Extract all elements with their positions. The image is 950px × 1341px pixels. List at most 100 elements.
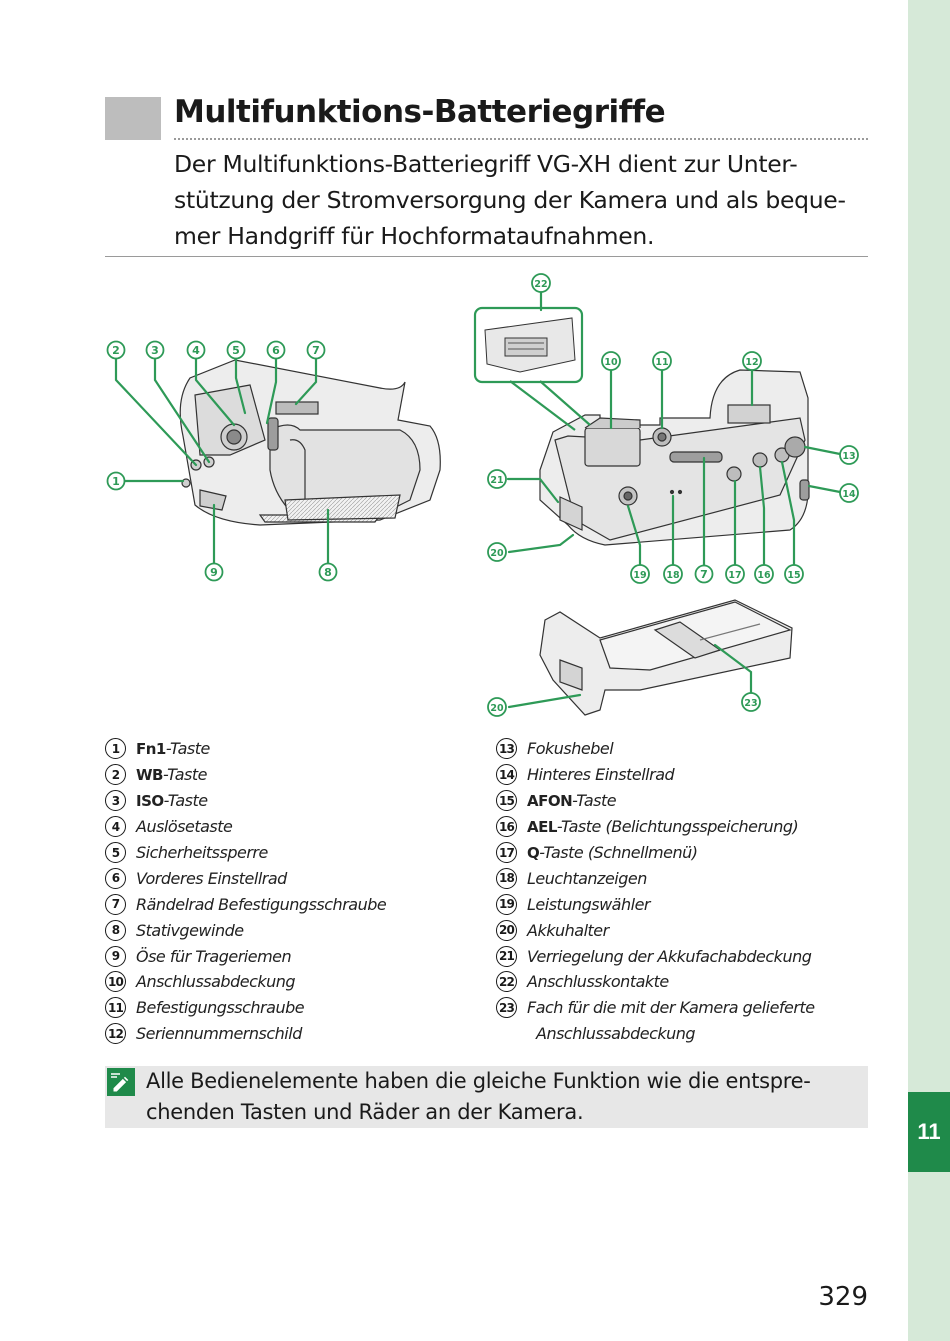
callout-label: 7	[700, 568, 708, 581]
legend-number: 23	[496, 997, 517, 1018]
legend-text: Leuchtanzeigen	[527, 869, 647, 888]
callout-3: 3	[147, 342, 164, 359]
legend-item-continuation: Anschlussabdeckung	[496, 1021, 815, 1047]
legend-number: 17	[496, 842, 517, 863]
legend-text: Rändelrad Befestigungsschraube	[136, 895, 386, 914]
legend-text: Fach für die mit der Kamera gelieferte	[527, 998, 815, 1017]
legend-number: 19	[496, 894, 517, 915]
callout-14: 14	[840, 484, 858, 502]
legend-number: 7	[105, 894, 126, 915]
callout-17: 17	[726, 565, 744, 583]
legend-text: Verriegelung der Akkufachabdeckung	[527, 947, 811, 966]
legend-item: 7 Rändelrad Befestigungsschraube	[105, 891, 386, 917]
callout-label: 18	[666, 570, 680, 581]
callout-label: 13	[842, 451, 855, 462]
chapter-tab[interactable]: 11	[908, 1092, 950, 1172]
callout-5: 5	[228, 342, 245, 359]
callout-label: 7	[312, 344, 320, 357]
callout-12: 12	[743, 352, 761, 370]
callout-21: 21	[488, 470, 506, 488]
callout-label: 9	[210, 566, 218, 579]
callout-label: 15	[787, 570, 800, 581]
callout-label: 10	[604, 357, 618, 368]
legend-text: -Taste (Schnellmenü)	[539, 843, 697, 862]
legend-text: Befestigungsschraube	[136, 998, 304, 1017]
page-number: 329	[800, 1282, 868, 1312]
legend-number: 18	[496, 868, 517, 889]
legend-number: 12	[105, 1023, 126, 1044]
legend-item: 14 Hinteres Einstellrad	[496, 762, 815, 788]
callout-11: 11	[653, 352, 671, 370]
legend-text: Fokushebel	[527, 739, 613, 758]
callout-label: 22	[534, 279, 547, 290]
legend-text: -Taste	[164, 791, 208, 810]
legend-text: -Taste (Belichtungsspeicherung)	[557, 817, 798, 836]
callout-1: 1	[108, 473, 125, 490]
callout-label: 8	[324, 566, 332, 579]
callout-label: 2	[112, 344, 120, 357]
callout-label: 4	[192, 344, 200, 357]
callout-4: 4	[188, 342, 205, 359]
callout-8: 8	[320, 564, 337, 581]
legend-text: Akkuhalter	[527, 921, 609, 940]
legend-text: Hinteres Einstellrad	[527, 765, 674, 784]
note-line: chenden Tasten und Räder an der Kamera.	[146, 1097, 866, 1128]
legend-key: Q	[527, 844, 539, 862]
legend-number: 14	[496, 764, 517, 785]
legend-item: 16 AEL-Taste (Belichtungsspeicherung)	[496, 814, 815, 840]
legend-number: 1	[105, 738, 126, 759]
legend-key: ISO	[136, 792, 164, 810]
callout-16: 16	[755, 565, 773, 583]
callout-13: 13	[840, 446, 858, 464]
legend-number: 11	[105, 997, 126, 1018]
legend-number: 4	[105, 816, 126, 837]
legend-number: 2	[105, 764, 126, 785]
legend-number: 10	[105, 971, 126, 992]
legend-text: -Taste	[572, 791, 616, 810]
legend-number: 21	[496, 946, 517, 967]
legend-item: 3 ISO-Taste	[105, 788, 386, 814]
callout-label: 1	[112, 475, 120, 488]
legend-number: 3	[105, 790, 126, 811]
callout-label: 23	[744, 698, 757, 709]
battery-grip-diagram: 1 2 3 4 5 6 7 8 9 10 11 12 13 14 15 16 1…	[0, 0, 950, 730]
legend-right: 13Fokushebel 14Hinteres Einstellrad 15AF…	[496, 736, 815, 1047]
legend-text: Auslösetaste	[136, 817, 232, 836]
legend-text: Seriennummernschild	[136, 1024, 302, 1043]
callout-7b: 7	[696, 566, 713, 583]
note-pencil-icon	[107, 1068, 135, 1096]
legend-item: 1Fn1-Taste	[105, 736, 386, 762]
callout-10: 10	[602, 352, 620, 370]
legend-text: -Taste	[166, 739, 210, 758]
legend-number: 6	[105, 868, 126, 889]
legend-item: 21 Verriegelung der Akkufachabdeckung	[496, 943, 815, 969]
legend-text: Öse für Trageriemen	[136, 947, 291, 966]
callout-23: 23	[742, 693, 760, 711]
legend-number: 13	[496, 738, 517, 759]
legend-item: 12 Seriennummernschild	[105, 1021, 386, 1047]
callout-label: 16	[757, 570, 771, 581]
legend-number: 15	[496, 790, 517, 811]
legend-text: Stativgewinde	[136, 921, 244, 940]
legend-number: 20	[496, 920, 517, 941]
callout-7: 7	[308, 342, 325, 359]
legend-number: 5	[105, 842, 126, 863]
legend-item: 20 Akkuhalter	[496, 917, 815, 943]
legend-item: 6Vorderes Einstellrad	[105, 865, 386, 891]
callout-18: 18	[664, 565, 682, 583]
callout-2: 2	[108, 342, 125, 359]
callout-6: 6	[268, 342, 285, 359]
legend-key: AEL	[527, 818, 557, 836]
legend-number: 16	[496, 816, 517, 837]
callout-label: 19	[633, 570, 646, 581]
legend-text: -Taste	[163, 765, 207, 784]
legend-item: 17 Q-Taste (Schnellmenü)	[496, 840, 815, 866]
grip-front-view	[180, 360, 440, 525]
callout-label: 17	[728, 570, 741, 581]
callout-label: 12	[745, 357, 758, 368]
